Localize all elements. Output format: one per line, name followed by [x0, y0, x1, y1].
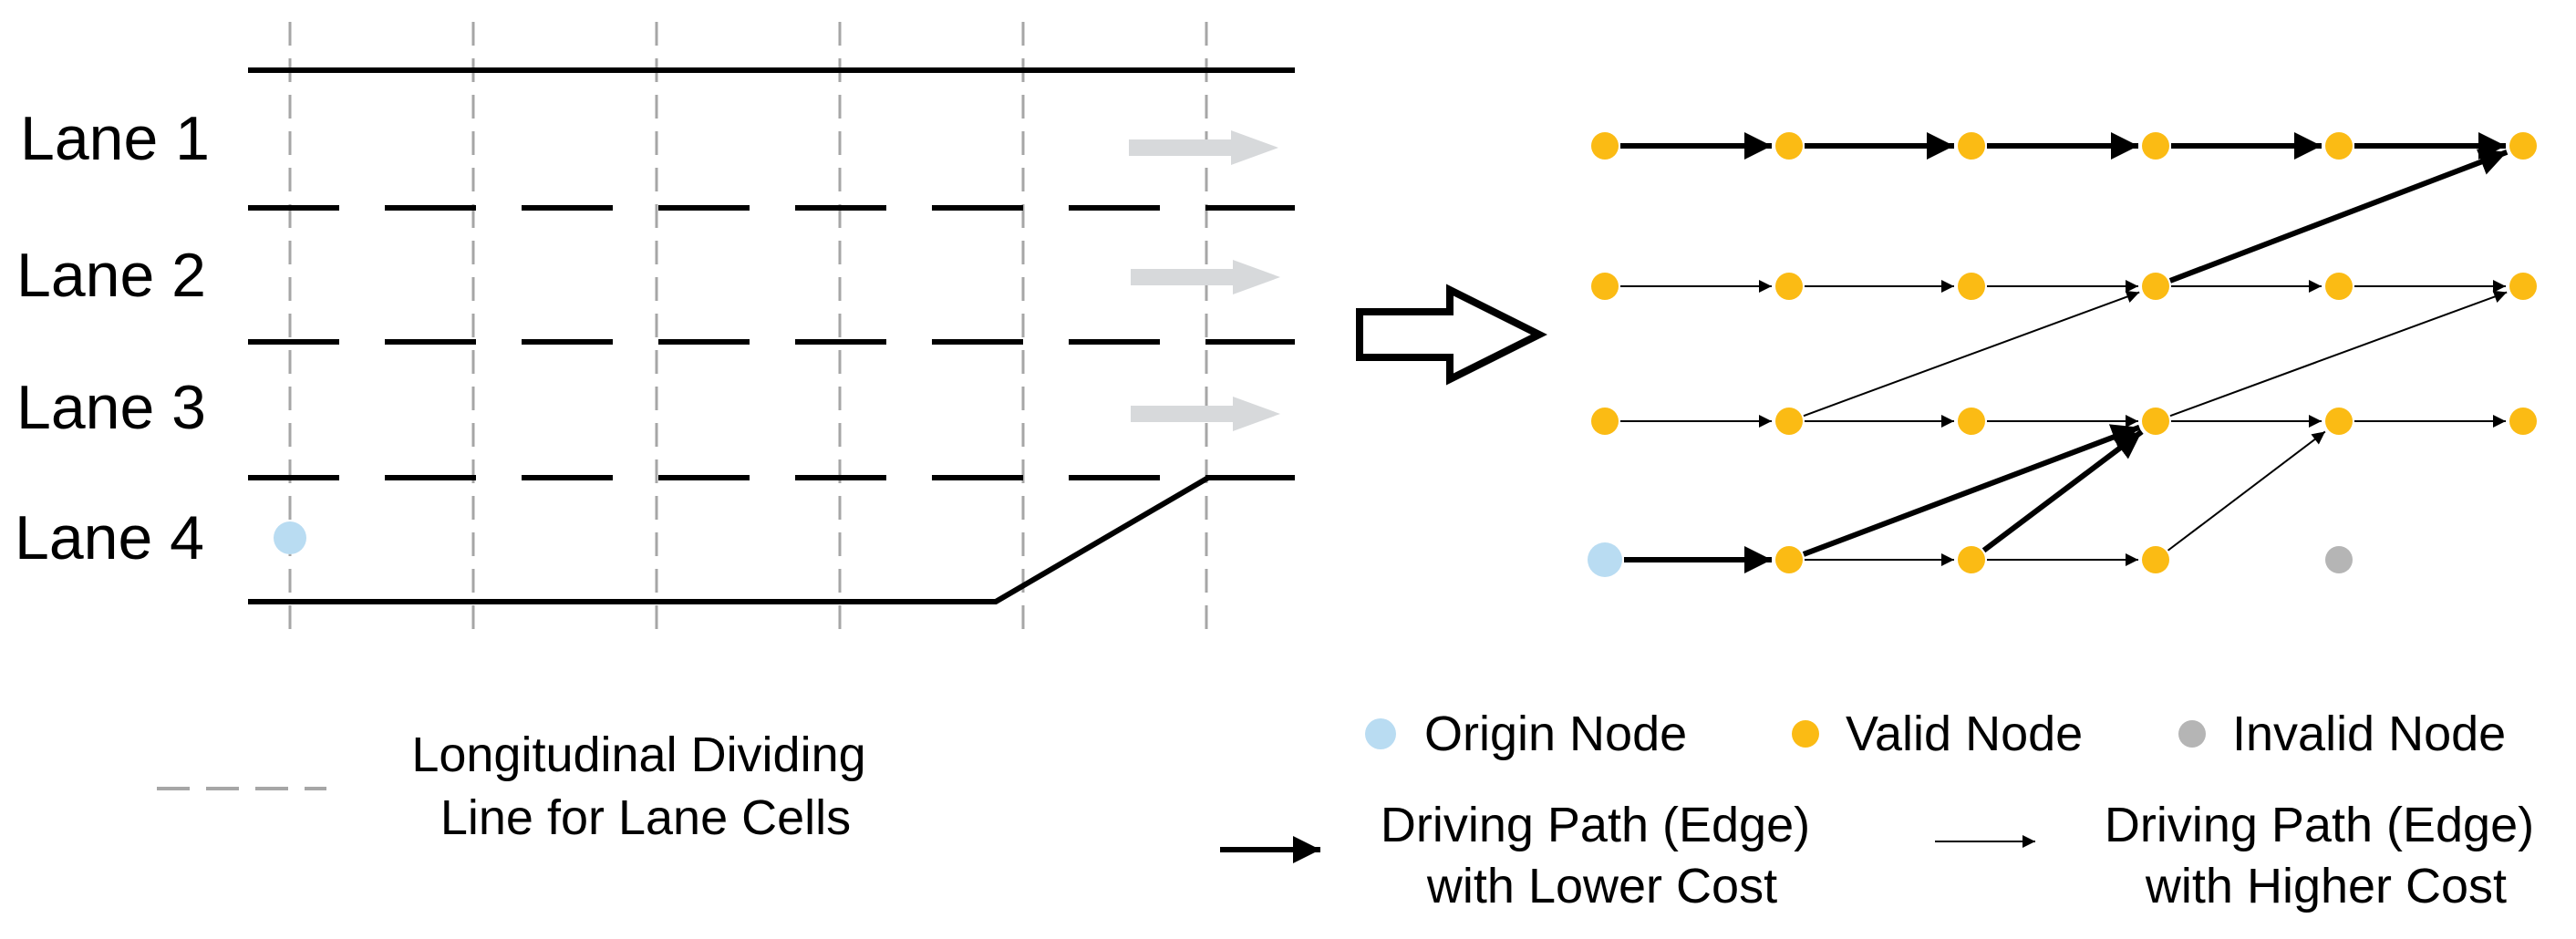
origin-vehicle-node	[274, 521, 306, 554]
lane-label-2: Lane 2	[16, 241, 206, 310]
valid-node	[2142, 132, 2169, 160]
valid-node	[1958, 408, 1985, 435]
edge-higher-cost	[2167, 430, 2326, 552]
transform-arrow-icon	[1356, 284, 1547, 386]
lane-label-4: Lane 4	[15, 503, 204, 573]
edge-lower-cost	[2168, 149, 2509, 284]
valid-node	[1591, 408, 1619, 435]
valid-node	[1775, 132, 1803, 160]
road-bottom-edge	[248, 475, 1295, 604]
legend-higher-cost-label: Driving Path (Edge) with Higher Cost	[2105, 798, 2548, 913]
traffic-direction-arrows	[1129, 130, 1280, 431]
edge-higher-cost	[2169, 290, 2508, 418]
valid-node	[1591, 132, 1619, 160]
legend-divider-label: Longitudinal Dividing Line for Lane Cell…	[411, 727, 879, 845]
legend-lower-cost-line1: Driving Path (Edge)	[1381, 798, 1810, 852]
legend-divider-label-line2: Line for Lane Cells	[440, 790, 851, 845]
direction-arrow-icon	[1131, 260, 1280, 294]
lane-label-3: Lane 3	[16, 373, 206, 442]
invalid-node	[2325, 546, 2353, 573]
valid-node	[2142, 546, 2169, 573]
valid-node	[2509, 132, 2537, 160]
edge-lower-cost	[1802, 424, 2141, 557]
valid-node	[1958, 546, 1985, 573]
valid-node	[2142, 408, 2169, 435]
valid-node	[2509, 273, 2537, 300]
legend-lower-cost-label: Driving Path (Edge) with Lower Cost	[1381, 798, 1824, 913]
origin-node	[1588, 542, 1622, 577]
legend-origin-node	[1365, 718, 1396, 749]
edge-higher-cost	[1803, 290, 2140, 418]
legend-valid-node	[1792, 720, 1819, 748]
valid-node	[1775, 546, 1803, 573]
graph-edges	[1620, 132, 2509, 573]
valid-node	[1591, 273, 1619, 300]
graph-nodes	[1588, 132, 2537, 577]
legend-divider-label-line1: Longitudinal Dividing	[411, 727, 865, 782]
legend-valid-label: Valid Node	[1846, 707, 2083, 761]
longitudinal-dividers	[288, 22, 1208, 638]
direction-arrow-icon	[1131, 397, 1280, 431]
lane-label-1: Lane 1	[20, 104, 210, 173]
valid-node	[1958, 273, 1985, 300]
valid-node	[1775, 408, 1803, 435]
road-schematic: Lane 1 Lane 2 Lane 3 Lane 4	[15, 22, 1295, 638]
legend-higher-cost-line1: Driving Path (Edge)	[2105, 798, 2534, 852]
legend: Longitudinal Dividing Line for Lane Cell…	[157, 707, 2548, 913]
legend-invalid-label: Invalid Node	[2232, 707, 2506, 761]
valid-node	[2325, 132, 2353, 160]
edge-lower-cost	[1981, 429, 2144, 553]
lane-markings	[248, 205, 1295, 480]
valid-node	[2509, 408, 2537, 435]
valid-node	[1958, 132, 1985, 160]
legend-origin-label: Origin Node	[1424, 707, 1687, 761]
direction-arrow-icon	[1129, 130, 1278, 165]
valid-node	[2325, 273, 2353, 300]
valid-node	[2142, 273, 2169, 300]
legend-higher-cost-line2: with Higher Cost	[2145, 859, 2507, 913]
legend-lower-cost-line2: with Lower Cost	[1426, 859, 1777, 913]
valid-node	[2325, 408, 2353, 435]
valid-node	[1775, 273, 1803, 300]
legend-invalid-node	[2178, 720, 2206, 748]
